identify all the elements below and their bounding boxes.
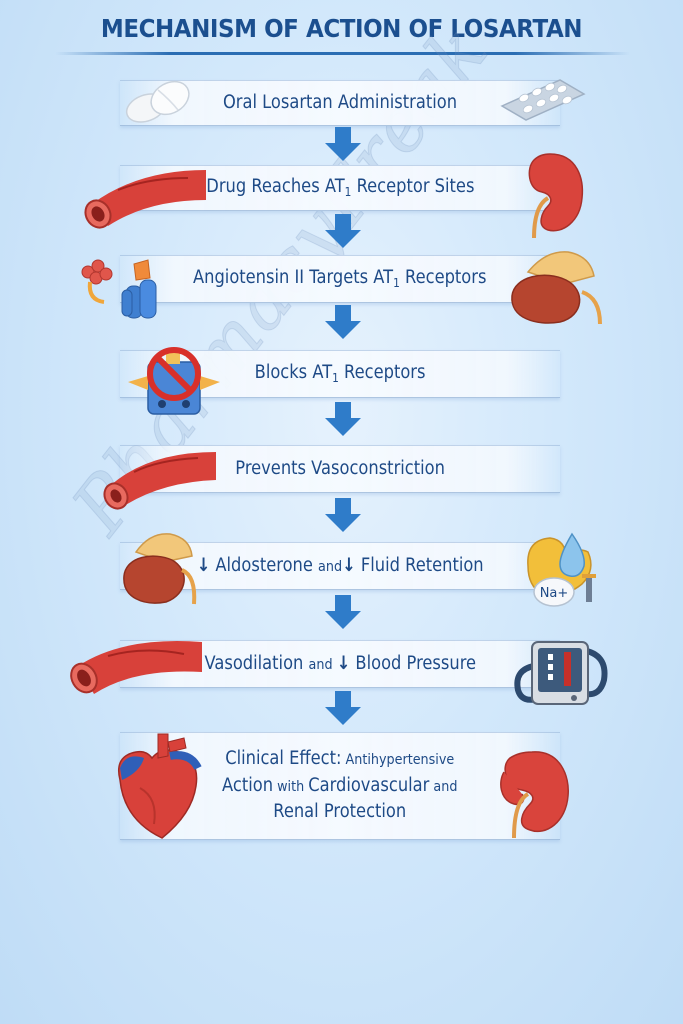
blister-pack-icon — [500, 79, 586, 121]
step-angiotensin-targets-receptors: Angiotensin II Targets AT1 Receptors — [120, 255, 560, 303]
step-oral-administration: Oral Losartan Administration — [120, 80, 560, 126]
sodium-water-icon: Na+ — [527, 532, 596, 607]
down-arrow-icon — [325, 214, 361, 248]
step-label: Oral Losartan Administration — [222, 91, 458, 113]
down-arrow-icon — [325, 498, 361, 532]
tablets-icon — [125, 80, 190, 123]
down-arrow-icon — [325, 691, 361, 725]
step-label: Vasodilation and ↓ Blood Pressure — [204, 651, 476, 678]
step-label: Blocks AT1 Receptors — [254, 362, 426, 386]
blocked-receptor-icon — [128, 347, 220, 415]
step-label: Drug Reaches AT1 Receptor Sites — [205, 176, 475, 200]
decrease-arrow-icon: ↓ — [341, 554, 356, 576]
title-underline — [55, 52, 630, 55]
step-label: ↓ Aldosterone and↓ Fluid Retention — [196, 553, 483, 580]
decrease-arrow-icon: ↓ — [196, 554, 211, 576]
step-label: Angiotensin II Targets AT1 Receptors — [193, 267, 487, 291]
decrease-arrow-icon: ↓ — [336, 652, 350, 674]
step-label: Clinical Effect: Antihypertensive Action… — [222, 747, 458, 823]
page-title: MECHANISM OF ACTION OF LOSARTAN — [100, 14, 583, 43]
kidney-icon — [500, 751, 569, 839]
blood-pressure-monitor-icon — [514, 641, 608, 705]
dilated-vessel-icon — [70, 641, 202, 694]
blood-vessel-icon — [103, 452, 216, 510]
heart-icon — [118, 733, 202, 839]
adrenal-kidney-icon — [511, 251, 602, 325]
adrenal-kidney-icon — [123, 533, 197, 605]
kidney-icon — [528, 153, 584, 239]
down-arrow-icon — [325, 402, 361, 436]
down-arrow-icon — [325, 595, 361, 629]
blood-vessel-icon — [84, 170, 206, 229]
step-label: Prevents Vasoconstriction — [235, 457, 445, 479]
down-arrow-icon — [325, 127, 361, 161]
down-arrow-icon — [325, 305, 361, 339]
sodium-label: Na+ — [540, 586, 569, 601]
angiotensin-receptor-icon — [81, 259, 157, 319]
